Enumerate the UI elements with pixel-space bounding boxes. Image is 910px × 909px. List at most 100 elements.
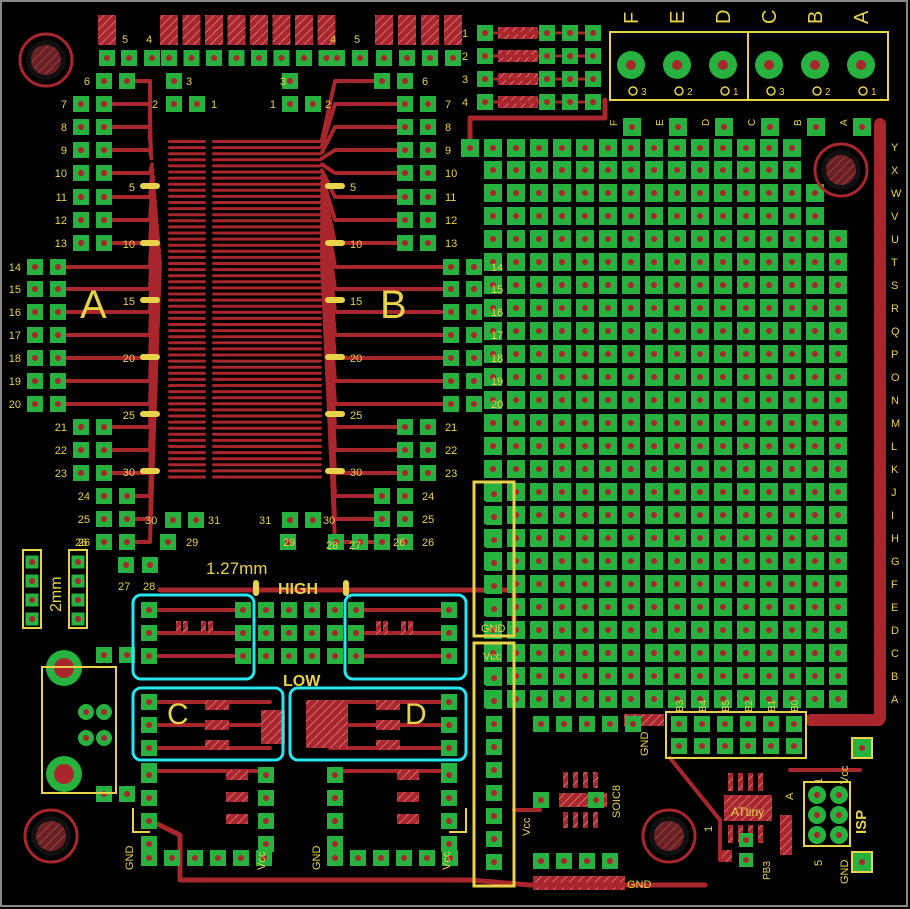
terminal-drill [672,60,682,70]
fine-pitch-lead-right [212,310,322,314]
fine-pitch-lead-right [212,280,322,284]
fine-pitch-lead-left [168,207,206,211]
b-port-pad-drill [630,721,636,727]
grid-pad-drill [651,443,657,449]
grid-pad-drill [651,420,657,426]
grid-pad-drill [536,558,542,564]
grid-pad-drill [743,696,749,702]
right-pin-drill [448,332,454,338]
bottom-pin-drill [193,517,199,523]
bottom-pin-label: 30 [145,515,157,527]
grid-pad-drill [559,627,565,633]
pitch-mark-label-left: 30 [123,467,135,479]
power-pad-drill [859,745,865,751]
hatched-copper [205,700,229,710]
right-pin-drill [425,240,431,246]
fine-pitch-lead-left [168,359,206,363]
grid-row-label-M: M [891,418,900,430]
fine-pitch-lead-left [168,158,206,162]
left-pin-drill [101,78,107,84]
bottom-row-pad-drill [401,855,407,861]
vcc-header-pad-drill [491,790,497,796]
grid-pad-drill [605,167,611,173]
pitch-mark-left [140,411,160,417]
left-pin-label: 15 [9,284,21,296]
grid-pad-drill [835,650,841,656]
grid-pad-drill [536,581,542,587]
grid-pad-drill [766,512,772,518]
header-finger [272,15,291,45]
grid-pad-drill [697,489,703,495]
grid-pad-drill [490,397,496,403]
adapter-pad-drill [146,745,152,751]
grid-pad-drill [582,650,588,656]
fine-pitch-lead-left [168,426,206,430]
header-pad-drill [381,55,387,61]
grid-pad-drill [559,512,565,518]
grid-pad-drill [812,650,818,656]
grid-pad-drill [720,282,726,288]
fine-pitch-lead-left [168,323,206,326]
grid-pad-drill [720,351,726,357]
adapter-pad-drill [263,607,269,613]
right-pin-label: 19 [491,376,503,388]
grid-row-label-U: U [891,234,899,246]
b-port-label-B1: B1 [767,699,778,712]
grid-pad-drill [835,259,841,265]
grid-pad-drill [628,374,634,380]
fine-pitch-lead-right [212,457,322,461]
grid-pad-drill [605,443,611,449]
right-pin-drill [425,101,431,107]
right-rail [874,118,886,724]
terminal-pin-marker [766,86,776,96]
side-row-label-1: 1 [462,28,468,40]
fine-pitch-lead-left [168,402,206,406]
left-pin-drill [78,470,84,476]
side-row-pad-drill [544,30,550,36]
grid-pad-drill [766,466,772,472]
grid-pad-drill [628,351,634,357]
left-pin-drill [32,355,38,361]
grid-pad-drill [628,213,634,219]
grid-pad-drill [812,190,818,196]
header-pad-drill [149,55,155,61]
bottom-pin-drill [147,562,153,568]
gnd-header-pad-drill [491,537,497,543]
grid-pad-drill [513,213,519,219]
fine-pitch-lead-left [168,457,206,461]
section-b-label: B [380,283,407,327]
grid-pad-drill [720,190,726,196]
fine-pitch-lead-left [168,182,206,186]
fine-pitch-lead-left [168,390,206,394]
grid-pad-drill [835,420,841,426]
fine-pitch-lead-left [168,341,206,345]
adapter-pad-drill [146,630,152,636]
right-pin-label: 16 [491,307,503,319]
grid-pad-drill [697,512,703,518]
grid-pad-drill [720,167,726,173]
grid-pad-drill [720,420,726,426]
grid-pad-drill [720,673,726,679]
grid-pad-drill [835,282,841,288]
left-pin-drill [101,124,107,130]
grid-pad-drill [697,535,703,541]
right-pin-label: 7 [445,99,451,111]
mounting-hole-hatch [654,821,684,851]
fine-pitch-lead-right [212,176,322,180]
inner-pin-2: 2 [152,99,158,111]
usb-side-pad-drill [101,652,107,658]
usb-drill [83,709,89,715]
grid-pad-drill [720,558,726,564]
grid-pad-drill [789,420,795,426]
fine-pitch-lead-right [212,140,322,143]
isp-outline [803,781,851,847]
high-label: HIGH [278,581,318,598]
grid-pad-drill [766,351,772,357]
adapter-pad-drill [240,607,246,613]
right-pin-drill [471,332,477,338]
grid-pad-drill [766,673,772,679]
left-pin-label: 7 [61,99,67,111]
hatched-copper [728,825,733,843]
inner-pin-2r: 2 [325,99,331,111]
